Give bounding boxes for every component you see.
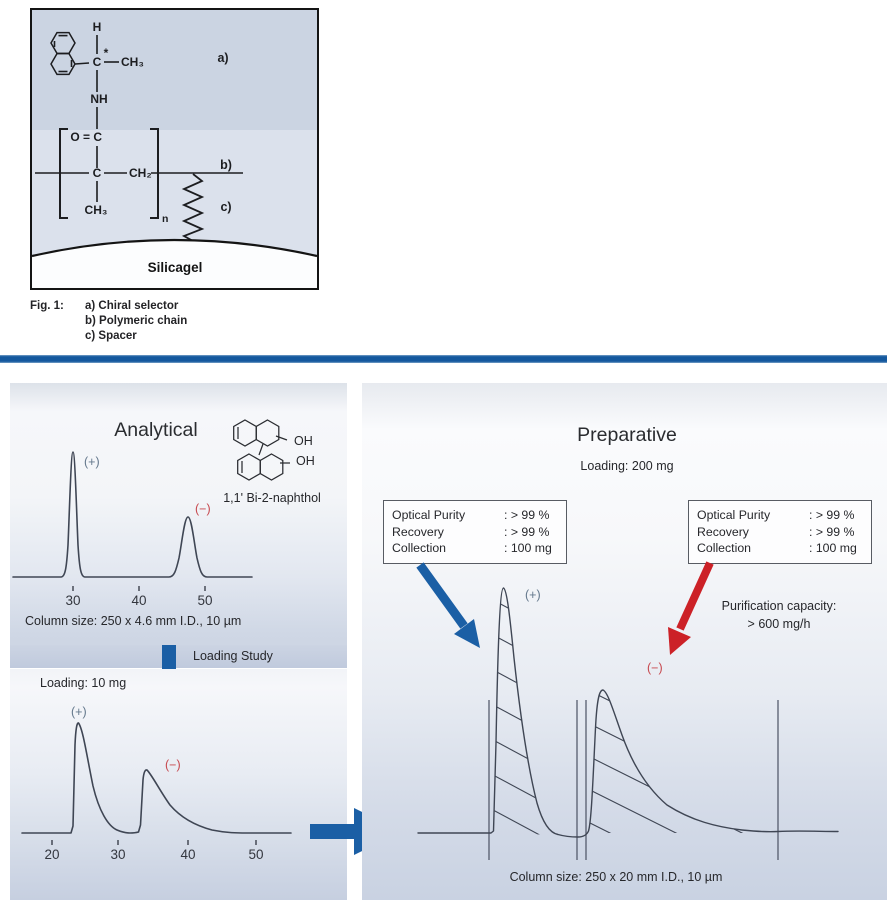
info-label: Recovery (697, 524, 749, 539)
analytical-title: Analytical (114, 419, 198, 441)
naphthyl-rings (50, 31, 76, 76)
preparative-column-size: Column size: 250 x 20 mm I.D., 10 µm (509, 870, 723, 884)
analytical-minus-label: (−) (195, 502, 211, 516)
info-row: Recovery : > 99 % (392, 524, 558, 541)
peak2-hatching (588, 690, 778, 833)
info-value: : > 99 % (809, 508, 855, 522)
label-a: a) (217, 51, 228, 65)
atom-ch3-side: CH₃ (121, 55, 144, 69)
atom-o-c: O = C (70, 130, 102, 144)
info-value: : > 99 % (504, 508, 550, 522)
info-row: Recovery : > 99 % (697, 524, 863, 541)
fig1-caption: Fig. 1: a) Chiral selector b) Polymeric … (30, 299, 187, 344)
atom-ch2: CH₂ (129, 166, 152, 180)
analytical-trace (12, 451, 253, 578)
info-label: Collection (697, 541, 751, 555)
repeat-n: n (162, 213, 168, 225)
info-value: : > 99 % (809, 524, 855, 539)
axis-ticks (51, 840, 257, 845)
label-b: b) (220, 158, 232, 172)
preparative-panel: Preparative Loading: 200 mg Optical Puri… (362, 383, 887, 900)
info-row: Collection : 100 mg (697, 540, 863, 557)
loading-study-label: Loading Study (193, 648, 273, 663)
info-value: : 100 mg (809, 541, 857, 555)
atom-nh: NH (90, 92, 107, 106)
axis-ticks (72, 586, 206, 591)
loading-trace (21, 722, 292, 834)
info-row: Collection : 100 mg (392, 540, 558, 557)
info-value: : > 99 % (504, 524, 550, 539)
preparative-title: Preparative (577, 424, 677, 446)
fraction-info-box-plus: Optical Purity : > 99 % Recovery : > 99 … (383, 500, 567, 564)
fig1-caption-line-b: b) Polymeric chain (85, 315, 188, 327)
info-label: Collection (392, 541, 446, 555)
atom-h: H (93, 20, 102, 34)
loading-minus-label: (−) (165, 758, 181, 772)
analytical-chromatogram (12, 419, 290, 591)
loading-study-band: Loading Study (10, 645, 347, 668)
tick-label: 40 (131, 593, 147, 608)
tick-label: 50 (197, 593, 213, 608)
analytical-plus-label: (+) (84, 455, 100, 469)
info-row: Optical Purity : > 99 % (392, 507, 558, 524)
compound-name: 1,1' Bi-2-naphthol (223, 491, 321, 505)
bonds (35, 35, 243, 202)
loading-amount-label: Loading: 10 mg (40, 676, 127, 690)
tick-label: 40 (180, 847, 196, 862)
section-divider (0, 355, 887, 363)
oh-bottom-label: OH (296, 454, 315, 468)
tick-label: 50 (248, 847, 264, 862)
tick-label: 20 (44, 847, 60, 862)
atom-ch3-down: CH₃ (85, 203, 108, 217)
tick-label: 30 (65, 593, 81, 608)
analytical-panel: Analytical (+) (−) OH (10, 383, 347, 668)
info-row: Optical Purity : > 99 % (697, 507, 863, 524)
fig1-caption-label: Fig. 1: (30, 300, 64, 312)
atom-c-backbone: C (93, 166, 102, 180)
structure-drawing: H * C CH₃ NH O = C C CH₂ CH₃ n a) b) c) … (32, 20, 317, 288)
info-label: Optical Purity (392, 508, 466, 522)
tick-label: 30 (110, 847, 126, 862)
analytical-column-size: Column size: 250 x 4.6 mm I.D., 10 µm (25, 614, 242, 628)
info-label: Optical Purity (697, 508, 771, 522)
chiral-star: * (104, 46, 109, 60)
preparative-plus-label: (+) (525, 588, 541, 602)
binaphthol-rings (233, 419, 290, 481)
loading-plus-label: (+) (71, 705, 87, 719)
silicagel-label: Silicagel (148, 260, 203, 275)
fig1-caption-line-a: a) Chiral selector (85, 300, 179, 312)
chiral-selector-region (32, 10, 317, 130)
red-pointer-arrow (668, 561, 714, 655)
preparative-loading-label: Loading: 200 mg (580, 459, 674, 473)
purification-capacity-line2: > 600 mg/h (747, 617, 811, 631)
fig1-caption-line-c: c) Spacer (85, 330, 137, 342)
oh-top-label: OH (294, 434, 313, 448)
purification-capacity-line1: Purification capacity: (721, 599, 837, 613)
silicagel-dome (32, 238, 317, 288)
blue-pointer-arrow (416, 562, 480, 648)
loading-study-panel: Loading: 10 mg (+) (−) 20 30 40 50 (10, 669, 347, 900)
label-c: c) (220, 200, 231, 214)
preparative-chromatogram (417, 587, 839, 860)
preparative-trace (417, 587, 839, 838)
spacer-zigzag (181, 173, 205, 242)
chiral-phase-structure-box: H * C CH₃ NH O = C C CH₂ CH₃ n a) b) c) … (30, 8, 319, 290)
polymer-brackets (59, 128, 159, 219)
atom-c-chiral: C (93, 55, 102, 69)
info-label: Recovery (392, 524, 444, 539)
info-value: : 100 mg (504, 541, 552, 555)
fraction-info-box-minus: Optical Purity : > 99 % Recovery : > 99 … (688, 500, 872, 564)
preparative-minus-label: (−) (647, 661, 663, 675)
loading-chromatogram (21, 722, 292, 845)
